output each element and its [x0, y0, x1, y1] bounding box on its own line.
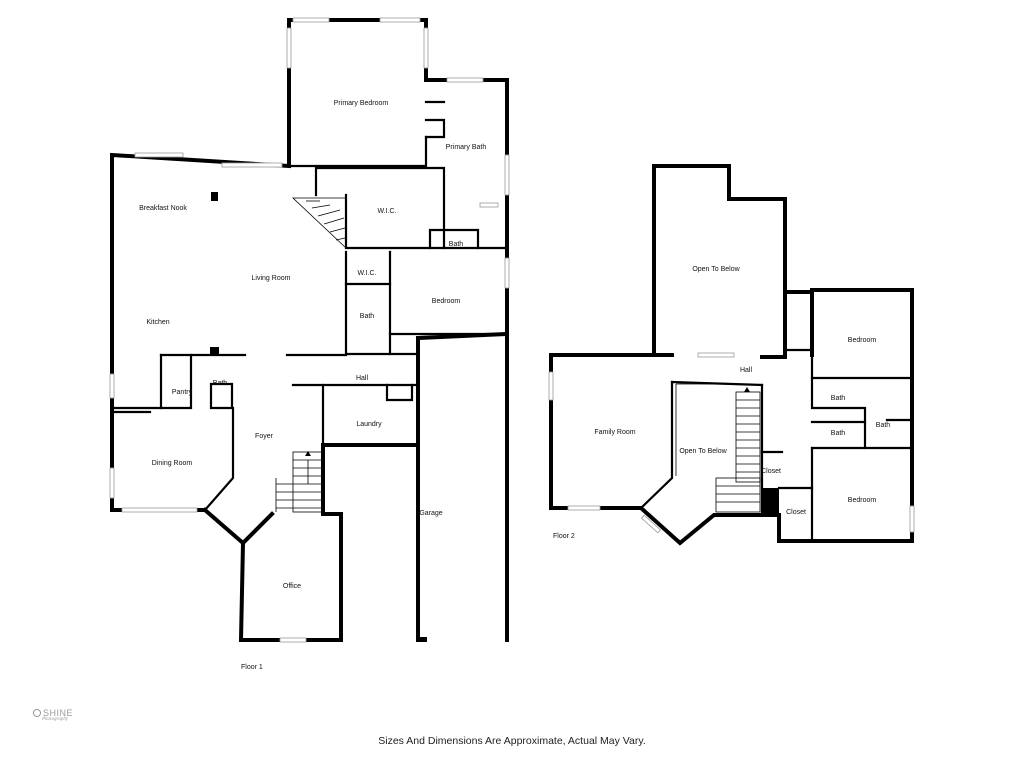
floor-1-title: Floor 1 [241, 664, 263, 671]
room-label-breakfast-nook: Breakfast Nook [139, 205, 187, 212]
garage-door-post [420, 637, 427, 642]
floor-1-stairs [275, 197, 347, 513]
floor-1-interior-walls [110, 100, 509, 512]
floor-2-title: Floor 2 [553, 533, 575, 540]
room-label-bath: Bath [449, 241, 464, 248]
room-label-primary-bath: Primary Bath [446, 144, 487, 151]
room-label-dining-room: Dining Room [152, 460, 193, 467]
floor-2-column [761, 488, 779, 516]
room-label-wic: W.I.C. [377, 208, 396, 215]
floor-1-plan: Primary Bedroom Primary Bath W.I.C. Bath… [109, 17, 510, 671]
room-label-bath-upper: Bath [831, 395, 846, 402]
floor-1-fixtures [210, 192, 347, 513]
room-label-bedroom: Bedroom [432, 298, 461, 305]
room-label-office: Office [283, 583, 301, 590]
room-label-bath-upper-3: Bath [876, 422, 891, 429]
room-label-wic-2: W.I.C. [357, 270, 376, 277]
room-label-bath-2: Bath [360, 313, 375, 320]
disclaimer-text: Sizes And Dimensions Are Approximate, Ac… [378, 735, 646, 747]
logo-name: SHINE [43, 708, 74, 718]
room-label-family-room: Family Room [594, 429, 635, 436]
shine-photography-logo: SHINE Photography [33, 708, 73, 722]
room-label-living-room: Living Room [252, 275, 291, 282]
room-label-foyer: Foyer [255, 433, 274, 440]
floor-2-labels: Open To Below Bedroom Hall Family Room B… [553, 266, 890, 540]
room-label-garage: Garage [419, 510, 442, 517]
room-label-bath-3: Bath [213, 380, 228, 387]
floor-2-stairs [675, 383, 761, 513]
column [211, 192, 218, 201]
room-label-open-to-below: Open To Below [692, 266, 740, 273]
room-label-hall: Hall [356, 375, 369, 382]
room-label-hall-upper: Hall [740, 367, 753, 374]
floor-2-interior-walls [639, 288, 912, 543]
floor-1-windows [109, 17, 510, 643]
room-label-closet: Closet [761, 468, 781, 475]
room-label-kitchen: Kitchen [146, 319, 169, 326]
room-label-open-to-below-2: Open To Below [679, 448, 727, 455]
logo-ring-icon [33, 709, 41, 717]
logo-tagline: Photography [42, 717, 69, 722]
room-label-primary-bedroom: Primary Bedroom [334, 100, 389, 107]
column [210, 347, 219, 355]
floor-1-labels: Primary Bedroom Primary Bath W.I.C. Bath… [139, 100, 486, 671]
floor-2-windows [548, 352, 915, 534]
room-label-bedroom-lower: Bedroom [848, 497, 877, 504]
room-label-closet-2: Closet [786, 509, 806, 516]
room-label-bath-upper-2: Bath [831, 430, 846, 437]
room-label-laundry: Laundry [356, 421, 382, 428]
floor-1-exterior-walls [110, 18, 510, 642]
room-label-pantry: Pantry [172, 389, 193, 396]
floor-2-plan: Open To Below Bedroom Hall Family Room B… [548, 164, 915, 546]
room-label-bedroom-upper: Bedroom [848, 337, 877, 344]
